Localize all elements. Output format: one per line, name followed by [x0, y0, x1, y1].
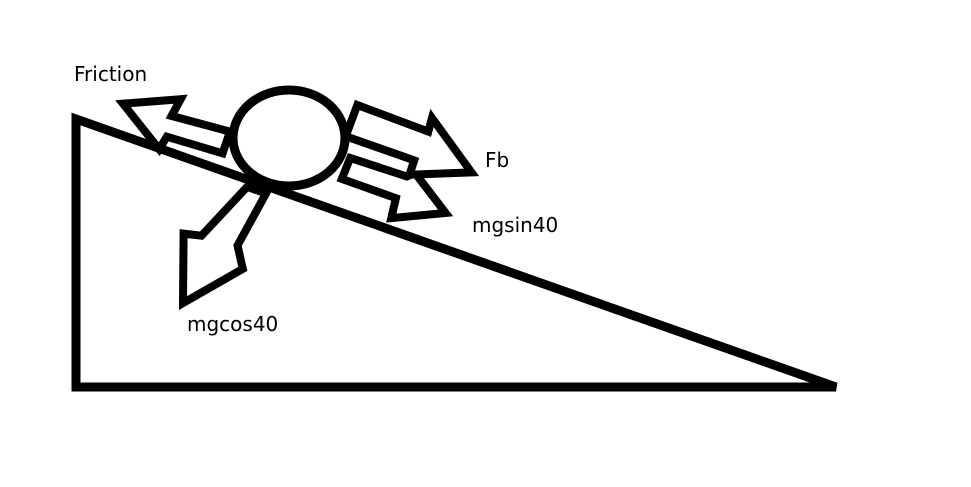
fb-arrow	[340, 99, 480, 179]
mgsin-label: mgsin40	[472, 213, 558, 237]
mgcos-arrow	[178, 182, 272, 311]
friction-label: Friction	[74, 62, 147, 86]
fb-label: Fb	[485, 148, 509, 172]
ball	[228, 85, 350, 191]
friction-arrow	[115, 94, 236, 159]
mgcos-label: mgcos40	[187, 312, 278, 336]
